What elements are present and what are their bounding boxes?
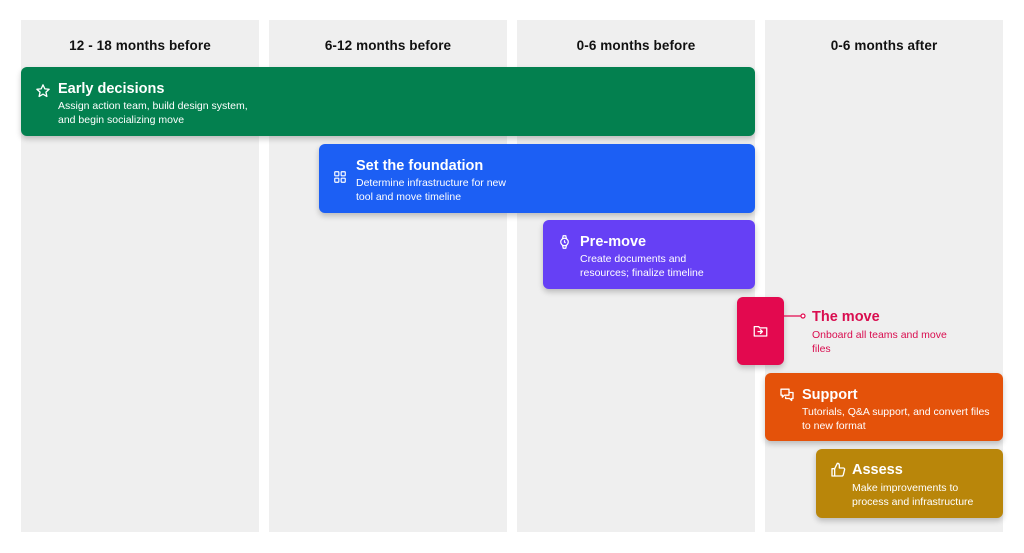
phase-title: Set the foundation <box>356 158 484 174</box>
star-icon <box>35 83 51 99</box>
phase-card-the-move[interactable] <box>737 297 784 365</box>
column-title: 0-6 months after <box>830 38 938 53</box>
chat-bubbles-icon <box>779 387 795 403</box>
column-title: 12 - 18 months before <box>69 38 211 53</box>
phase-description: Create documents and resources; finalize… <box>580 253 704 279</box>
phase-card-set-the-foundation[interactable]: Set the foundation Determine infrastruct… <box>319 144 755 213</box>
watch-icon <box>557 234 573 250</box>
the-move-label: The move Onboard all teams and move file… <box>812 309 962 356</box>
column-title: 0-6 months before <box>576 38 696 53</box>
phase-description: Assign action team, build design system,… <box>58 100 248 126</box>
phase-title: Support <box>802 387 858 403</box>
phase-title: Early decisions <box>58 81 165 97</box>
phase-description: Tutorials, Q&A support, and convert file… <box>802 406 990 432</box>
phase-card-support[interactable]: Support Tutorials, Q&A support, and conv… <box>765 373 1003 441</box>
column-0-6-months-after <box>765 20 1003 532</box>
phase-title: Pre-move <box>580 234 647 250</box>
phase-title: Assess <box>852 462 903 478</box>
phase-card-early-decisions[interactable]: Early decisions Assign action team, buil… <box>21 67 755 136</box>
phase-card-pre-move[interactable]: Pre-move Create documents and resources;… <box>543 220 755 289</box>
folder-move-icon <box>753 324 769 340</box>
phase-description: Determine infrastructure for new tool an… <box>356 177 506 203</box>
column-title: 6-12 months before <box>324 38 452 53</box>
phase-title: The move <box>812 309 880 325</box>
connector-line <box>784 313 806 319</box>
phase-card-assess[interactable]: Assess Make improvements to process and … <box>816 449 1003 518</box>
grid-icon <box>333 170 349 186</box>
phase-description: Make improvements to process and infrast… <box>852 482 974 508</box>
phase-description: Onboard all teams and move files <box>812 329 947 355</box>
thumbs-up-icon <box>830 462 846 478</box>
